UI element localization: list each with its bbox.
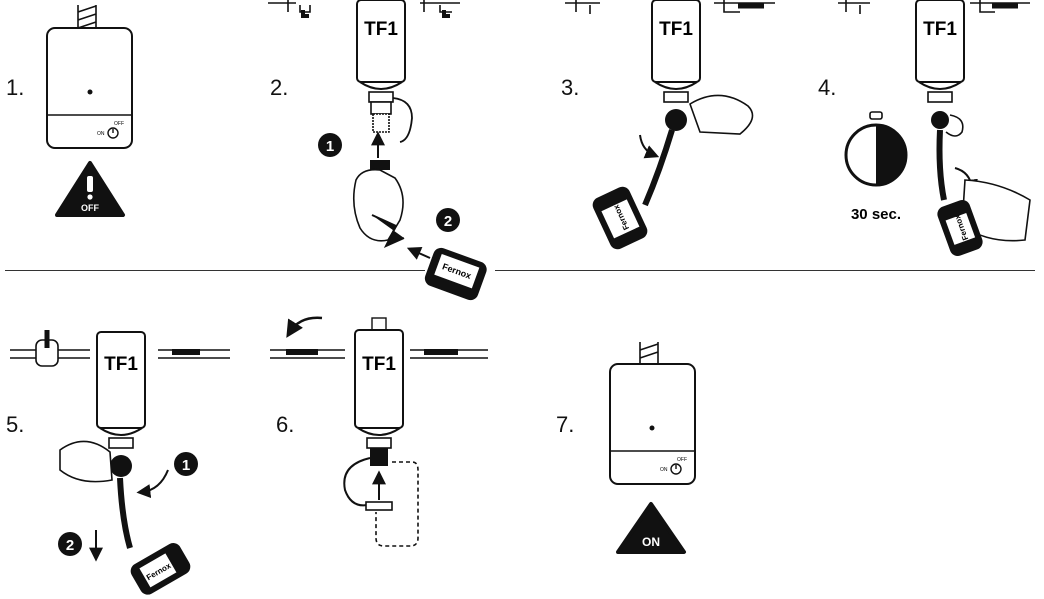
step-6-number: 6. xyxy=(276,412,295,437)
filter-label-step-6: TF1 xyxy=(362,354,396,375)
sub-step-1-label-step-5: 1 xyxy=(182,457,190,474)
sub-step-1-label: 1 xyxy=(326,138,334,155)
flue-pipe-icon xyxy=(77,5,97,29)
hand-icon xyxy=(59,440,113,483)
sub-step-2-badge-icon xyxy=(436,208,460,232)
step-3-number: 3. xyxy=(561,75,580,100)
filter-label-step-4: TF1 xyxy=(923,19,957,40)
fernox-bottle-step-2: Fernox xyxy=(424,247,487,301)
hand-icon xyxy=(689,94,754,135)
filter-label-step-2: TF1 xyxy=(364,19,398,40)
filter-label-step-3: TF1 xyxy=(659,19,693,40)
fernox-bottle-step-5: Fernox xyxy=(130,543,191,595)
sub-step-1-badge-icon xyxy=(174,452,198,476)
drain-valve-icon xyxy=(931,111,949,129)
stopwatch-icon: 30 sec. xyxy=(844,111,908,223)
step-3-filter: TF1 Fernox xyxy=(565,0,775,250)
timer-label: 30 sec. xyxy=(851,206,901,223)
boiler-switch-on-label: ON xyxy=(97,131,105,137)
section-divider-right xyxy=(495,270,1035,271)
step-5-number: 5. xyxy=(6,412,25,437)
sub-step-2-label: 2 xyxy=(444,213,452,230)
boiler-switch-off-label: OFF xyxy=(114,121,124,127)
boiler-switch-on-label-step-7: ON xyxy=(660,467,668,473)
fernox-bottle-step-4: Fernox xyxy=(937,200,983,256)
step-5-filter: TF1 1 2 Fernox xyxy=(10,330,230,595)
flue-pipe-icon xyxy=(639,342,659,364)
step-2-filter: TF1 1 2 Fernox xyxy=(268,0,487,301)
step-6-filter: TF1 xyxy=(270,316,488,547)
step-1-boiler: ON OFF xyxy=(46,5,133,149)
step-4-number: 4. xyxy=(818,75,837,100)
step-4-filter: TF1 Fernox xyxy=(838,0,1031,256)
step-1-number: 1. xyxy=(6,75,25,100)
drain-valve-icon xyxy=(110,455,132,477)
dashed-cap-path xyxy=(375,461,419,547)
drain-valve-icon xyxy=(370,448,388,466)
boiler-switch-off-label-step-7: OFF xyxy=(677,457,687,463)
step-2-number: 2. xyxy=(270,75,289,100)
step-7-number: 7. xyxy=(556,412,575,437)
drain-valve-icon xyxy=(665,109,687,131)
sub-step-2-label-step-5: 2 xyxy=(66,537,74,554)
sub-step-2-badge-icon xyxy=(58,532,82,556)
warning-on-icon: ON xyxy=(616,502,686,554)
hand-icon xyxy=(352,168,404,242)
fernox-bottle-step-3: Fernox xyxy=(592,186,648,250)
section-divider-left xyxy=(5,270,425,271)
filter-label-step-5: TF1 xyxy=(104,354,138,375)
warning-off-icon: OFF xyxy=(55,161,125,217)
warning-off-label: OFF xyxy=(81,203,99,213)
warning-on-label: ON xyxy=(642,535,660,549)
sub-step-1-badge-icon xyxy=(318,133,342,157)
step-7-boiler: ON OFF xyxy=(609,342,696,485)
